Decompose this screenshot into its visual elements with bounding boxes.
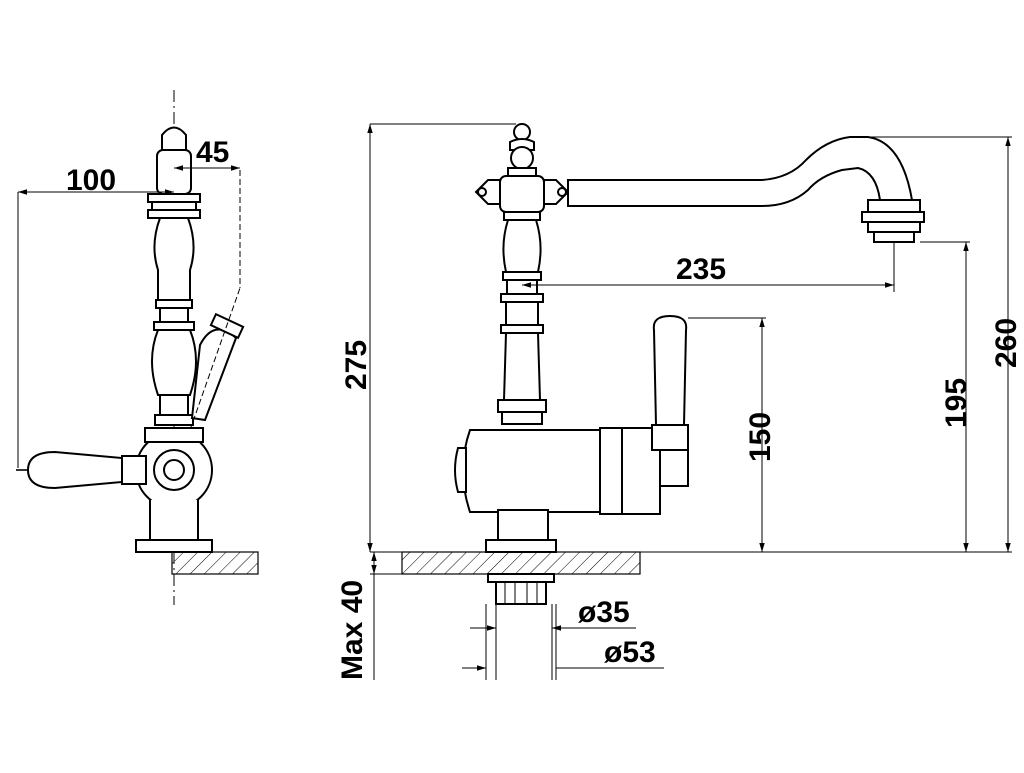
- side-view-top-knob: [147, 126, 201, 219]
- max-deck-thickness-dimension: Max 40: [336, 552, 402, 680]
- front-view-cap: [474, 175, 570, 221]
- total-height-dimension: 275: [340, 123, 516, 552]
- dimension-label-150: 150: [744, 412, 777, 462]
- side-view-lever-handle: [16, 450, 147, 490]
- handle-height-dimension: 150: [688, 317, 777, 552]
- dimension-label-max-40: Max 40: [336, 580, 369, 680]
- dimension-label-100: 100: [66, 164, 116, 197]
- front-view-mounting-fittings: [487, 573, 555, 680]
- outlet-height-dimension: 195: [920, 241, 973, 552]
- front-view: 275 235 150 195 260: [336, 123, 1023, 680]
- dimension-label-275: 275: [340, 340, 373, 390]
- dimension-label-diameter-53: ø53: [604, 636, 656, 669]
- side-view-offset-dimension: 45: [174, 136, 240, 171]
- dimension-label-45: 45: [196, 136, 229, 169]
- side-view-column: [151, 217, 197, 426]
- side-view-raised-handle: [189, 170, 245, 431]
- dimension-label-diameter-35: ø35: [578, 596, 630, 629]
- dimension-label-260: 260: [990, 318, 1023, 368]
- dimension-label-235: 235: [676, 253, 726, 286]
- side-view-deck: [171, 551, 259, 575]
- dimension-label-195: 195: [940, 378, 973, 428]
- spout-top-height-dimension: 260: [850, 136, 1023, 552]
- front-view-deck: [401, 551, 641, 575]
- front-view-finial: [507, 123, 537, 177]
- hole-diameter-dimension: ø35: [470, 596, 636, 629]
- spout-reach-dimension: 235: [522, 242, 895, 292]
- front-view-column: [497, 219, 547, 425]
- side-view-valve-body: [135, 427, 213, 553]
- front-view-spout: [567, 136, 925, 243]
- side-view: 100 45: [16, 90, 259, 605]
- side-view-overhang-dimension: 100: [17, 164, 174, 468]
- base-diameter-dimension: ø53: [462, 604, 664, 680]
- front-view-valve-body: [454, 427, 661, 553]
- front-view-lever-handle: [651, 314, 689, 487]
